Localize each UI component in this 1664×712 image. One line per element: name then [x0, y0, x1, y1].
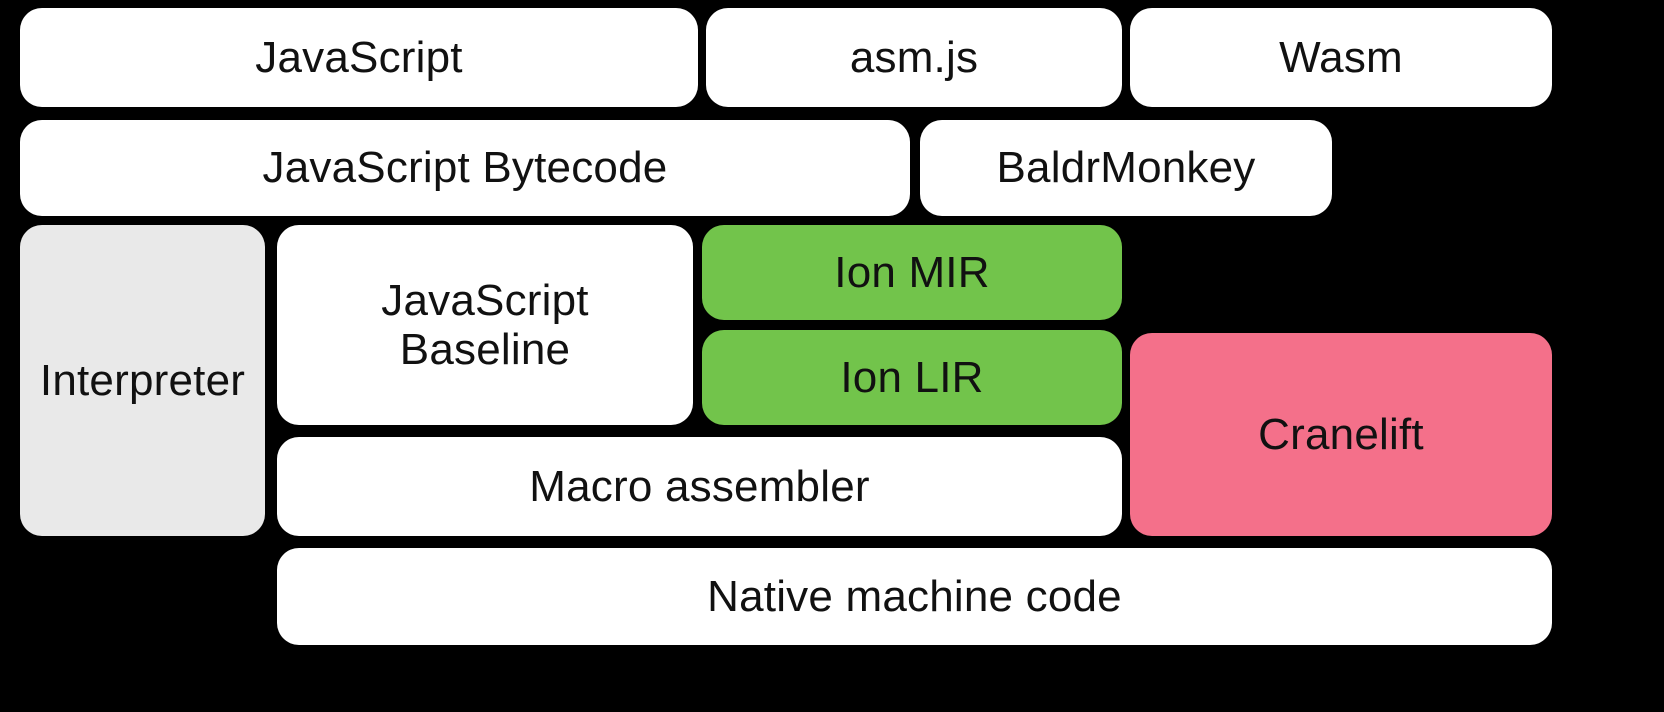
node-baldrmonkey[interactable]: BaldrMonkey: [920, 120, 1332, 216]
node-wasm[interactable]: Wasm: [1130, 8, 1552, 107]
node-ion-mir[interactable]: Ion MIR: [702, 225, 1122, 320]
node-native-machine-code[interactable]: Native machine code: [277, 548, 1552, 645]
node-asmjs[interactable]: asm.js: [706, 8, 1122, 107]
node-javascript[interactable]: JavaScript: [20, 8, 698, 107]
node-interpreter[interactable]: Interpreter: [20, 225, 265, 536]
node-macro-assembler[interactable]: Macro assembler: [277, 437, 1122, 536]
node-ion-lir[interactable]: Ion LIR: [702, 330, 1122, 425]
node-cranelift[interactable]: Cranelift: [1130, 333, 1552, 536]
node-javascript-baseline[interactable]: JavaScript Baseline: [277, 225, 693, 425]
node-javascript-bytecode[interactable]: JavaScript Bytecode: [20, 120, 910, 216]
